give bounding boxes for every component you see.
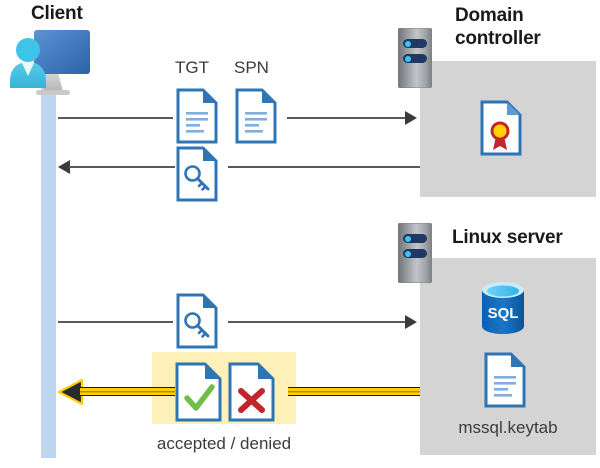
rack-led <box>405 250 411 257</box>
sql-database-label: SQL <box>488 305 519 322</box>
document-check-icon-accepted <box>175 362 223 422</box>
domain-controller-title-line2: controller <box>455 28 541 49</box>
server-rack-icon-domain-controller <box>398 28 432 88</box>
connector-line-service-ticket-right <box>228 321 405 323</box>
arrow-right-icon-to-domain-controller <box>405 111 417 125</box>
connector-line-tgt-spn-right <box>287 117 405 119</box>
connector-line-tgt-spn-left <box>58 117 173 119</box>
connector-yellow-right <box>288 387 420 396</box>
document-x-icon-denied <box>228 362 276 422</box>
tgt-label: TGT <box>175 58 209 77</box>
document-lines-icon-spn <box>235 88 277 144</box>
keytab-label: mssql.keytab <box>458 418 558 437</box>
connector-line-ticket-left <box>69 166 175 168</box>
domain-controller-title-line1: Domain <box>455 5 524 26</box>
document-key-icon-ticket <box>176 146 218 202</box>
rack-slot <box>403 234 427 243</box>
connector-yellow-left <box>80 387 175 396</box>
rack-led <box>405 235 411 242</box>
rack-led <box>405 40 411 47</box>
document-certificate-icon <box>480 100 522 156</box>
connector-line-ticket-right <box>228 166 420 168</box>
rack-slot <box>403 249 427 258</box>
result-label: accepted / denied <box>156 434 292 453</box>
client-lifeline <box>41 60 56 458</box>
sql-database-icon: SQL <box>478 280 528 336</box>
document-lines-icon-keytab <box>484 352 526 408</box>
rack-slot <box>403 54 427 63</box>
arrow-left-icon-to-client-ticket <box>58 160 70 174</box>
server-rack-icon-linux-server <box>398 223 432 283</box>
connector-line-service-ticket-left <box>58 321 173 323</box>
client-title: Client <box>31 3 83 24</box>
spn-label: SPN <box>234 58 269 77</box>
document-key-icon-service-ticket <box>176 293 218 349</box>
arrow-right-icon-to-linux-server <box>405 315 417 329</box>
user-workstation-icon <box>6 26 92 98</box>
document-lines-icon-tgt <box>176 88 218 144</box>
rack-led <box>405 55 411 62</box>
linux-server-title: Linux server <box>452 227 563 248</box>
rack-slot <box>403 39 427 48</box>
